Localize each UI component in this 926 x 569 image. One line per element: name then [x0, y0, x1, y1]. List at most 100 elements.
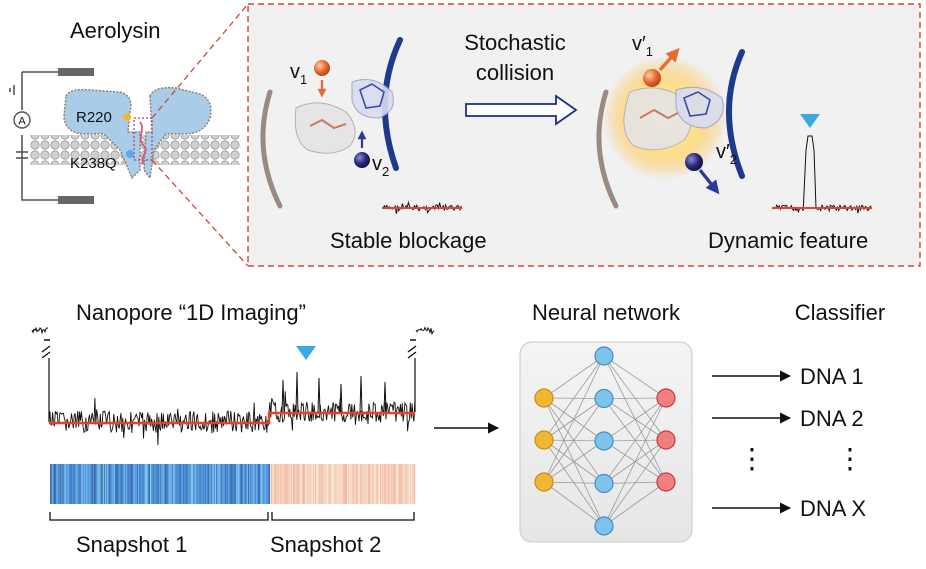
- barcode-stripe: [274, 464, 276, 504]
- class-1-label: DNA 1: [800, 364, 864, 389]
- hidden-node: [594, 388, 614, 409]
- barcode-stripe: [72, 464, 74, 504]
- v1-prime-arrow: [658, 47, 680, 72]
- barcode-stripe: [111, 464, 113, 504]
- barcode-stripe: [389, 464, 392, 504]
- barcode-stripe: [355, 464, 357, 504]
- barcode-stripe: [297, 464, 299, 504]
- barcode-stripe: [340, 464, 342, 504]
- barcode-stripe: [227, 464, 229, 504]
- barcode-stripe: [343, 464, 345, 504]
- barcode-stripe: [99, 464, 101, 504]
- barcode-stripe: [75, 464, 77, 504]
- barcode-stripe: [166, 464, 168, 504]
- barcode-stripe: [284, 464, 286, 504]
- barcode-stripe: [375, 464, 377, 504]
- output-node: [656, 430, 676, 450]
- barcode-stripe: [81, 464, 84, 504]
- barcode-stripe: [404, 464, 406, 504]
- aerolysin-title: Aerolysin: [70, 18, 160, 43]
- barcode-stripe: [400, 464, 403, 504]
- barcode-stripe: [244, 464, 246, 504]
- barcode-stripe: [395, 464, 397, 504]
- barcode-stripe: [337, 464, 339, 504]
- snapshot-1-bracket: [49, 512, 269, 521]
- snapshot-2-barcode: [270, 464, 416, 504]
- barcode-stripe: [246, 464, 249, 504]
- barcode-stripe: [367, 464, 370, 504]
- barcode-stripe: [296, 464, 298, 504]
- barcode-stripe: [303, 464, 305, 504]
- barcode-stripe: [309, 464, 311, 504]
- barcode-stripe: [261, 464, 263, 504]
- barcode-stripe: [295, 464, 297, 504]
- barcode-stripe: [279, 464, 282, 504]
- barcode-stripe: [365, 464, 367, 504]
- barcode-stripe: [371, 464, 373, 504]
- barcode-stripe: [249, 464, 251, 504]
- barcode-stripe: [408, 464, 410, 504]
- barcode-stripe: [62, 464, 64, 504]
- barcode-stripe: [339, 464, 341, 504]
- barcode-stripe: [139, 464, 141, 504]
- barcode-stripe: [212, 464, 214, 504]
- barcode-stripe: [315, 464, 317, 504]
- barcode-stripe: [183, 464, 185, 504]
- barcode-stripe: [307, 464, 309, 504]
- barcode-stripe: [253, 464, 255, 504]
- barcode-stripe: [195, 464, 197, 504]
- barcode-stripe: [113, 464, 115, 504]
- snapshot-2-label: Snapshot 2: [270, 532, 381, 557]
- dynamic-feature-trace: [771, 114, 872, 214]
- barcode-stripe: [304, 464, 306, 504]
- barcode-stripe: [235, 464, 238, 504]
- barcode-stripe: [114, 464, 117, 504]
- barcode-stripe: [366, 464, 368, 504]
- barcode-stripe: [314, 464, 316, 504]
- v2-label: v2: [372, 153, 389, 179]
- barcode-stripe: [169, 464, 172, 504]
- barcode-stripe: [382, 464, 384, 504]
- barcode-stripe: [378, 464, 381, 504]
- barcode-stripe: [259, 464, 261, 504]
- barcode-stripe: [67, 464, 69, 504]
- hidden-node: [594, 473, 614, 494]
- barcode-stripe: [332, 464, 334, 504]
- network-edge: [603, 397, 667, 442]
- snapshot-2-noise: [268, 391, 416, 432]
- barcode-stripe: [68, 464, 70, 504]
- barcode-stripe: [316, 464, 318, 504]
- network-edge: [543, 355, 605, 441]
- barcode-stripe: [54, 464, 56, 504]
- barcode-stripe: [289, 464, 291, 504]
- barcode-stripe: [342, 464, 344, 504]
- snapshot-2-spikes: [281, 371, 387, 413]
- barcode-stripe: [197, 464, 199, 504]
- barcode-stripe: [188, 464, 190, 504]
- barcode-stripe: [110, 464, 112, 504]
- barcode-stripe: [403, 464, 405, 504]
- barcode-stripe: [358, 464, 360, 504]
- barcode-stripe: [140, 464, 142, 504]
- barcode-stripe: [396, 464, 398, 504]
- barcode-stripe: [131, 464, 133, 504]
- barcode-stripe: [51, 464, 53, 504]
- barcode-stripe: [69, 464, 71, 504]
- nanopore-trace-panel: Nanopore “1D Imaging” Snapshot 1 Snapsho…: [31, 300, 435, 557]
- barcode-stripe: [345, 464, 348, 504]
- barcode-stripe: [387, 464, 389, 504]
- barcode-stripe: [311, 464, 313, 504]
- network-edge: [543, 440, 605, 483]
- network-edge: [543, 481, 605, 484]
- barcode-stripe: [100, 464, 102, 504]
- axis-break-left: [41, 339, 51, 359]
- barcode-stripe: [219, 464, 221, 504]
- barcode-stripe: [336, 464, 338, 504]
- barcode-stripe: [180, 464, 183, 504]
- v2-prime-label: v′2: [716, 141, 737, 167]
- barcode-stripe: [380, 464, 382, 504]
- residue-r220-marker: [123, 113, 131, 121]
- barcode-stripe: [318, 464, 320, 504]
- barcode-stripe: [277, 464, 279, 504]
